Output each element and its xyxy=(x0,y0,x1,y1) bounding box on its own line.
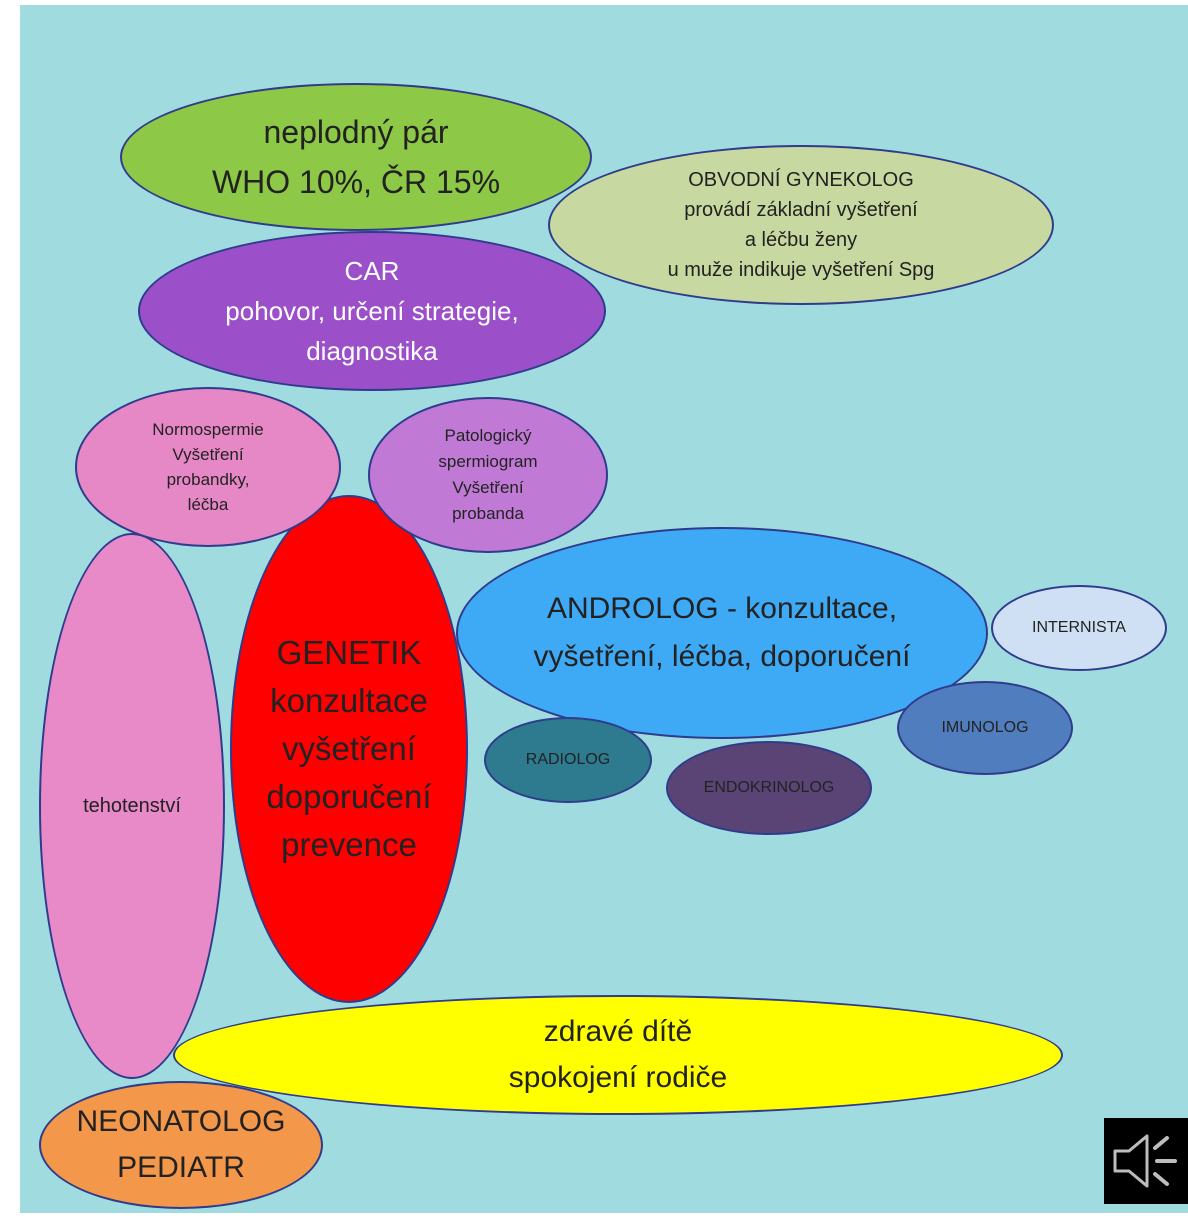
node-label-line: WHO 10%, ČR 15% xyxy=(211,164,501,200)
node-label-line: NEONATOLOG xyxy=(76,1105,286,1138)
node-label-line: pohovor, určení strategie, xyxy=(225,296,519,326)
node-label-line: ANDROLOG - konzultace, xyxy=(546,592,898,625)
node-label-line: PEDIATR xyxy=(117,1151,245,1184)
node-imunolog: IMUNOLOG xyxy=(897,681,1073,775)
node-label-line: RADIOLOG xyxy=(525,751,611,768)
node-label-line: IMUNOLOG xyxy=(941,719,1029,736)
node-zdrave-dite: zdravé dítě spokojení rodiče xyxy=(173,995,1063,1115)
node-internista: INTERNISTA xyxy=(991,585,1167,671)
node-endokrinolog: ENDOKRINOLOG xyxy=(666,741,872,835)
node-label-line: zdravé dítě xyxy=(543,1015,693,1048)
speaker-glyph xyxy=(1113,1134,1177,1188)
node-label-line: a léčbu ženy xyxy=(744,229,858,251)
node-label-line: konzultace xyxy=(270,682,428,719)
node-tehotenstvi: tehotenství xyxy=(39,533,225,1079)
node-obvodni-gynekolog: OBVODNÍ GYNEKOLOG provádí základní vyšetř… xyxy=(548,145,1054,305)
diagram-canvas: tehotenství GENETIK konzultace vyšetření do… xyxy=(20,5,1188,1213)
node-label-line: tehotenství xyxy=(83,794,181,817)
node-label-line: prevence xyxy=(281,826,417,863)
node-label-line: Patologický xyxy=(444,426,532,445)
node-label-line: doporučení xyxy=(266,778,432,815)
node-label-line: diagnostika xyxy=(306,336,438,366)
node-genetik: GENETIK konzultace vyšetření doporučení prev… xyxy=(230,495,468,1003)
node-label-line: spokojení rodiče xyxy=(508,1061,728,1094)
node-label-line: Vyšetření xyxy=(172,445,244,464)
node-label-line: Vyšetření xyxy=(452,478,524,497)
node-label-line: INTERNISTA xyxy=(1032,619,1126,636)
node-label-line: probanda xyxy=(452,504,524,523)
node-car: CAR pohovor, určení strategie, diagnostika xyxy=(138,231,606,391)
node-label-line: léčba xyxy=(187,495,229,514)
node-label-line: Normospermie xyxy=(152,420,264,439)
node-label-line: vyšetření, léčba, doporučení xyxy=(533,640,911,673)
node-radiolog: RADIOLOG xyxy=(484,717,652,803)
node-label-line: spermiogram xyxy=(438,452,538,471)
node-label-line: OBVODNÍ GYNEKOLOG xyxy=(688,169,914,191)
node-label-line: probandky, xyxy=(166,470,250,489)
node-label-line: u muže indikuje vyšetření Spg xyxy=(667,259,935,281)
speaker-icon[interactable] xyxy=(1104,1118,1188,1204)
node-androlog: ANDROLOG - konzultace, vyšetření, léčba, … xyxy=(456,527,988,739)
node-label-line: CAR xyxy=(344,256,400,286)
node-label-line: vyšetření xyxy=(282,730,416,767)
node-label-line: ENDOKRINOLOG xyxy=(703,779,835,796)
node-label-line: neplodný pár xyxy=(263,114,449,150)
node-label-line: GENETIK xyxy=(276,634,422,671)
node-neonatolog: NEONATOLOG PEDIATR xyxy=(39,1081,323,1209)
node-label-line: provádí základní vyšetření xyxy=(684,199,918,221)
